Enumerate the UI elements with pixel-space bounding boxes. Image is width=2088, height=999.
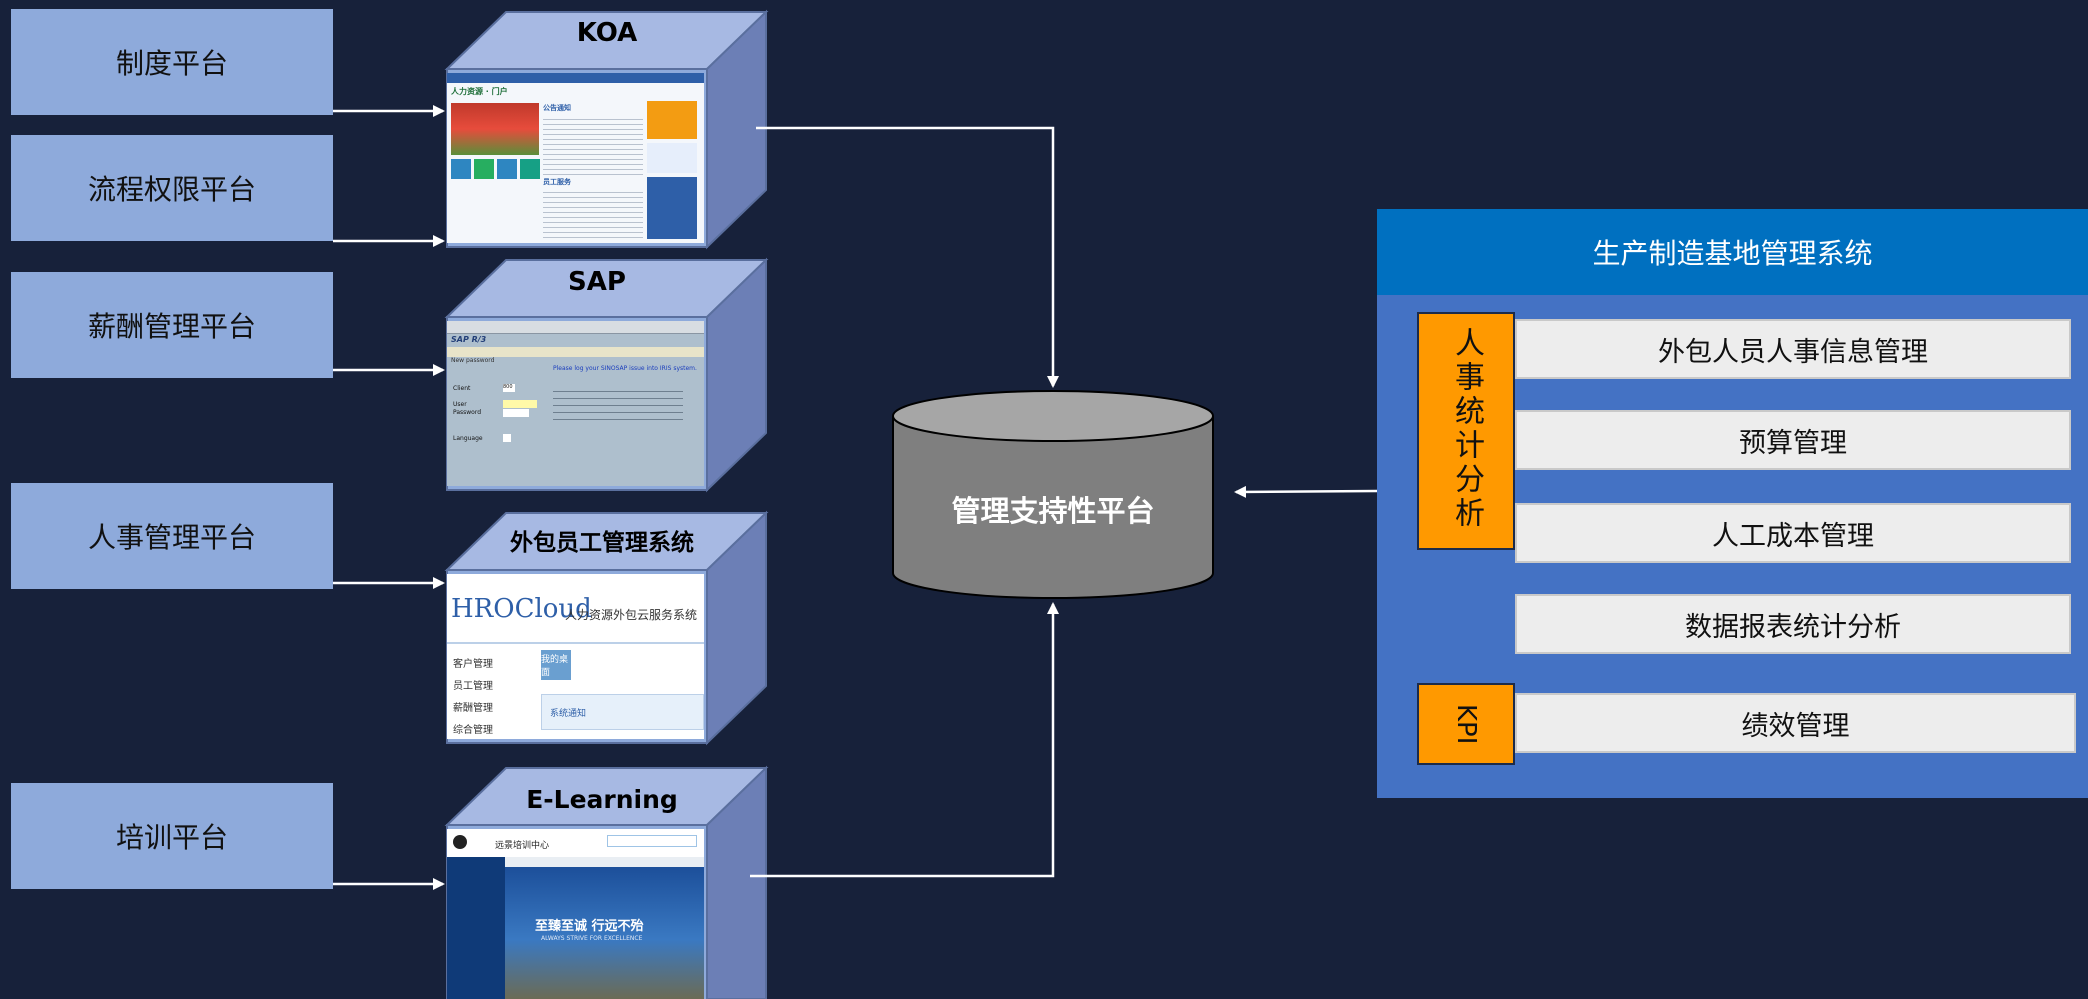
sap-language-input bbox=[503, 434, 511, 442]
hro-brand: HROCloud bbox=[451, 594, 592, 624]
koa-tile bbox=[497, 159, 517, 179]
hro-menu-item: 薪酬管理 bbox=[453, 703, 493, 714]
koa-list bbox=[543, 188, 643, 238]
koa-tile bbox=[451, 159, 471, 179]
sap-notice: Please log your SINOSAP issue into IRIS … bbox=[553, 365, 697, 372]
module-outsource-hr-info: 外包人员人事信息管理 bbox=[1515, 319, 2071, 379]
koa-topbar bbox=[447, 73, 704, 83]
module-label: 人工成本管理 bbox=[1712, 520, 1874, 552]
center-connectors bbox=[750, 126, 1378, 878]
elearning-hero bbox=[505, 867, 704, 999]
elearning-search bbox=[607, 835, 697, 847]
hro-tab: 我的桌面 bbox=[541, 650, 571, 680]
koa-title: KOA bbox=[576, 18, 638, 48]
sap-help-text bbox=[553, 385, 683, 425]
hro-panel: 系统通知 bbox=[541, 694, 704, 730]
hro-menu-item: 客户管理 bbox=[453, 659, 493, 670]
elearning-sidebar bbox=[447, 857, 505, 999]
sap-bar-label: New password bbox=[451, 357, 495, 364]
koa-screenshot: 人力资源 · 门户 公告通知 员工服务 bbox=[447, 73, 704, 243]
platform-label: 人事管理平台 bbox=[87, 521, 256, 554]
elearning-nav bbox=[447, 857, 704, 867]
kpi-label: KPI bbox=[1451, 703, 1481, 745]
platform-label: 薪酬管理平台 bbox=[87, 310, 256, 343]
sap-field-label: Language bbox=[453, 435, 483, 442]
hro-divider bbox=[447, 642, 704, 644]
center-cylinder bbox=[892, 390, 1214, 599]
koa-logo: 人力资源 · 门户 bbox=[451, 87, 508, 96]
sap-field-label: Password bbox=[453, 409, 482, 416]
koa-widget bbox=[647, 101, 697, 139]
elearning-logo bbox=[453, 835, 467, 849]
panel-title: 生产制造基地管理系统 bbox=[1377, 209, 2088, 295]
platform-label: 制度平台 bbox=[115, 47, 228, 80]
module-budget: 预算管理 bbox=[1515, 410, 2071, 470]
platform-box-training: 培训平台 bbox=[11, 783, 333, 889]
platform-box-process: 流程权限平台 bbox=[11, 135, 333, 241]
elearning-screenshot: 远景培训中心 至臻至诚 行远不殆 ALWAYS STRIVE FOR EXCEL… bbox=[447, 829, 704, 999]
sap-toolbar bbox=[447, 321, 704, 334]
koa-tile bbox=[520, 159, 540, 179]
sap-client-input: 800 bbox=[503, 384, 515, 392]
sap-title-text: SAP R/3 bbox=[451, 335, 487, 344]
module-label: 外包人员人事信息管理 bbox=[1658, 336, 1928, 368]
elearning-org: 远景培训中心 bbox=[495, 841, 550, 851]
koa-heading: 公告通知 bbox=[543, 104, 571, 112]
hr-stats-group bbox=[1417, 312, 1515, 550]
platform-label: 流程权限平台 bbox=[87, 173, 256, 206]
koa-tile bbox=[474, 159, 494, 179]
koa-banner bbox=[451, 103, 539, 155]
sap-user-input bbox=[503, 400, 537, 408]
elearning-slogan: 至臻至诚 行远不殆 bbox=[535, 919, 644, 934]
hro-menu-item: 综合管理 bbox=[453, 725, 493, 736]
sap-field-label: User bbox=[453, 401, 467, 408]
module-performance: 绩效管理 bbox=[1515, 693, 2076, 753]
panel-title-text: 生产制造基地管理系统 bbox=[1592, 237, 1873, 270]
elearning-slogan-en: ALWAYS STRIVE FOR EXCELLENCE bbox=[541, 935, 643, 942]
platform-box-salary: 薪酬管理平台 bbox=[11, 272, 333, 378]
koa-widget bbox=[647, 143, 697, 173]
sap-password-input bbox=[503, 409, 529, 417]
sap-screenshot: SAP R/3 New password Please log your SIN… bbox=[447, 321, 704, 486]
sap-bar: New password bbox=[447, 347, 704, 364]
sap-field-label: Client bbox=[453, 385, 471, 392]
platform-box-system: 制度平台 bbox=[11, 9, 333, 115]
hro-menu: 客户管理 员工管理 薪酬管理 综合管理 bbox=[453, 654, 493, 739]
hr-stats-label: 人事统计分析 bbox=[1449, 327, 1484, 531]
module-label: 绩效管理 bbox=[1741, 710, 1850, 742]
koa-widget bbox=[647, 177, 697, 239]
platform-arrows bbox=[333, 105, 445, 890]
module-label: 预算管理 bbox=[1739, 427, 1847, 459]
koa-list bbox=[543, 115, 643, 175]
elearning-title: E-Learning bbox=[526, 785, 678, 814]
kpi-group bbox=[1417, 683, 1515, 765]
platform-box-hr: 人事管理平台 bbox=[11, 483, 333, 589]
koa-heading: 员工服务 bbox=[543, 178, 571, 186]
module-label: 数据报表统计分析 bbox=[1685, 611, 1901, 643]
hro-subtitle: 人力资源外包云服务系统 bbox=[565, 608, 698, 622]
center-platform-label: 管理支持性平台 bbox=[951, 494, 1155, 528]
outsource-title: 外包员工管理系统 bbox=[510, 530, 694, 556]
management-system-panel: 生产制造基地管理系统 人事统计分析 KPI 外包人员人事信息管理 预算管理 人工… bbox=[1377, 209, 2088, 798]
sap-title: SAP bbox=[568, 267, 626, 297]
hro-screenshot: HROCloud 人力资源外包云服务系统 客户管理 员工管理 薪酬管理 综合管理… bbox=[447, 574, 704, 739]
module-labor-cost: 人工成本管理 bbox=[1515, 503, 2071, 563]
module-data-report: 数据报表统计分析 bbox=[1515, 594, 2071, 654]
hro-menu-item: 员工管理 bbox=[453, 681, 493, 692]
platform-label: 培训平台 bbox=[115, 821, 228, 854]
